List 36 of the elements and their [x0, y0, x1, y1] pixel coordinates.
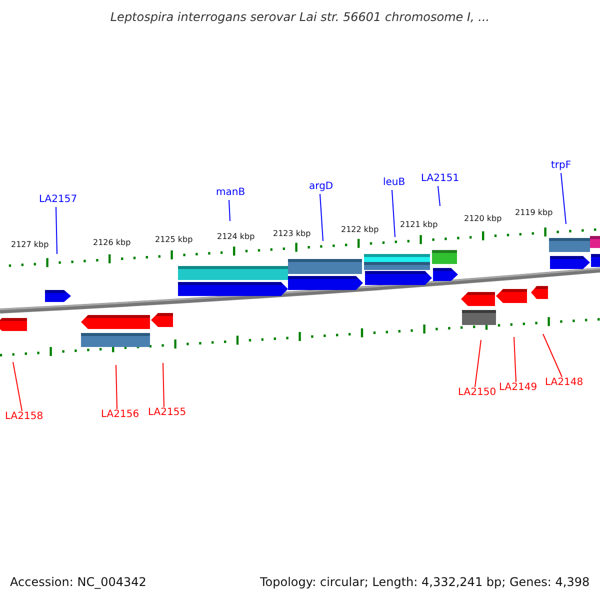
leader-line [438, 186, 440, 206]
scale-label: 2122 kbp [340, 226, 380, 234]
leader-line [12, 362, 22, 412]
leader-line [392, 190, 396, 238]
scale-label: 2125 kbp [154, 236, 194, 244]
leader-line [514, 336, 516, 382]
leader-line [542, 334, 562, 378]
accession-text: Accession: NC_004342 [10, 576, 146, 588]
gene-name: LA2149 [499, 383, 538, 393]
scale-label: 2127 kbp [10, 241, 50, 249]
gene-name: LA2155 [148, 408, 186, 418]
genome-summary-text: Topology: circular; Length: 4,332,241 bp; Genes: 4,398 [260, 576, 590, 588]
scale-label: 2123 kbp [272, 230, 312, 238]
map-title: Leptospira interrogans serovar Lai str. 56601 chromosome I, ... [109, 11, 491, 23]
gene-name: LA2157 [39, 195, 78, 205]
scale-label: 2121 kbp [399, 221, 439, 229]
leader-line [56, 206, 58, 254]
gene-name: LA2151 [421, 174, 460, 184]
leader-line [320, 194, 324, 242]
gene-name: trpF [551, 161, 572, 171]
leader-line [162, 362, 164, 408]
gene-name: argD [309, 182, 334, 192]
gene-name: LA2150 [458, 388, 496, 398]
scale-label: 2120 kbp [463, 215, 503, 223]
gene-name: LA2156 [101, 410, 140, 420]
leader-line [560, 172, 566, 224]
gene-name: manB [216, 188, 246, 198]
gene-name: leuB [383, 178, 406, 188]
leader-line [228, 200, 230, 222]
leader-line [474, 340, 482, 388]
leader-line [116, 364, 118, 410]
gene-name: LA2148 [545, 378, 584, 388]
scale-label: 2119 kbp [514, 209, 554, 217]
gene-name: LA2158 [5, 412, 44, 422]
scale-label: 2126 kbp [92, 239, 132, 247]
scale-label: 2124 kbp [216, 233, 256, 241]
